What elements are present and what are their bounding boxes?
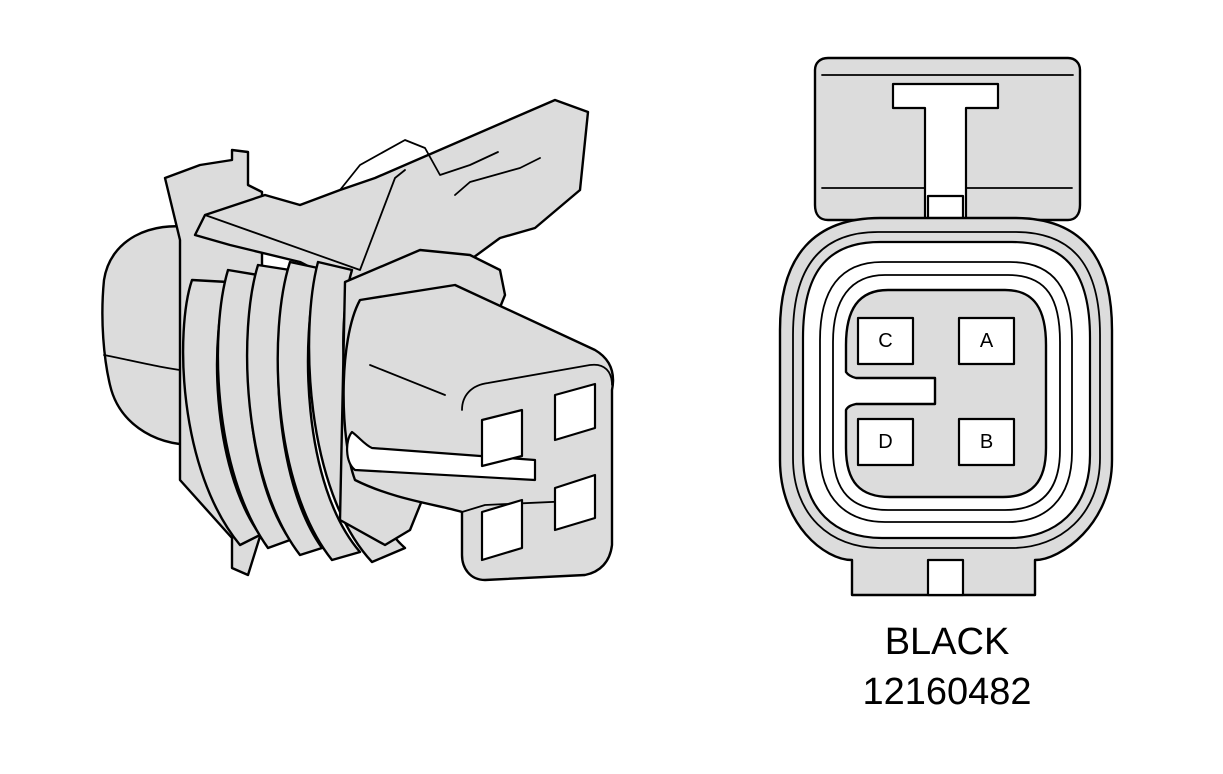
latch-edge-3 — [454, 157, 541, 196]
pin-c-label: C — [878, 330, 892, 352]
plug-face — [461, 363, 613, 411]
pin-d-label: D — [878, 431, 892, 453]
bottom-key — [926, 558, 965, 597]
front-cavities — [480, 382, 597, 562]
ring-1 — [792, 231, 1101, 549]
connector-color-label: BLACK — [884, 621, 1010, 663]
plug-top-line — [369, 364, 446, 396]
pin-b-box — [957, 417, 1016, 467]
latch-edge-2 — [339, 139, 499, 191]
seal-rings — [181, 260, 407, 564]
latch-edge — [204, 169, 406, 271]
pin-grid: C A D B — [856, 316, 1016, 467]
pin-b: B — [957, 417, 1016, 467]
front-plug — [342, 283, 615, 582]
ring-4 — [832, 274, 1061, 511]
ring-3 — [819, 261, 1073, 523]
pin-d-box — [856, 417, 915, 467]
pin-a: A — [957, 316, 1016, 366]
connector-front-view: C A D B — [778, 56, 1114, 597]
rear-boot — [101, 225, 197, 447]
pin-c: C — [856, 316, 915, 366]
connector-isometric-view — [101, 98, 615, 582]
pin-a-box — [957, 316, 1016, 366]
connector-part-number: 12160482 — [862, 671, 1032, 713]
pin-d: D — [856, 417, 915, 467]
key-slot — [346, 430, 537, 482]
pin-c-box — [856, 316, 915, 366]
pin-b-label: B — [980, 431, 993, 453]
pin-a-label: A — [980, 330, 994, 352]
